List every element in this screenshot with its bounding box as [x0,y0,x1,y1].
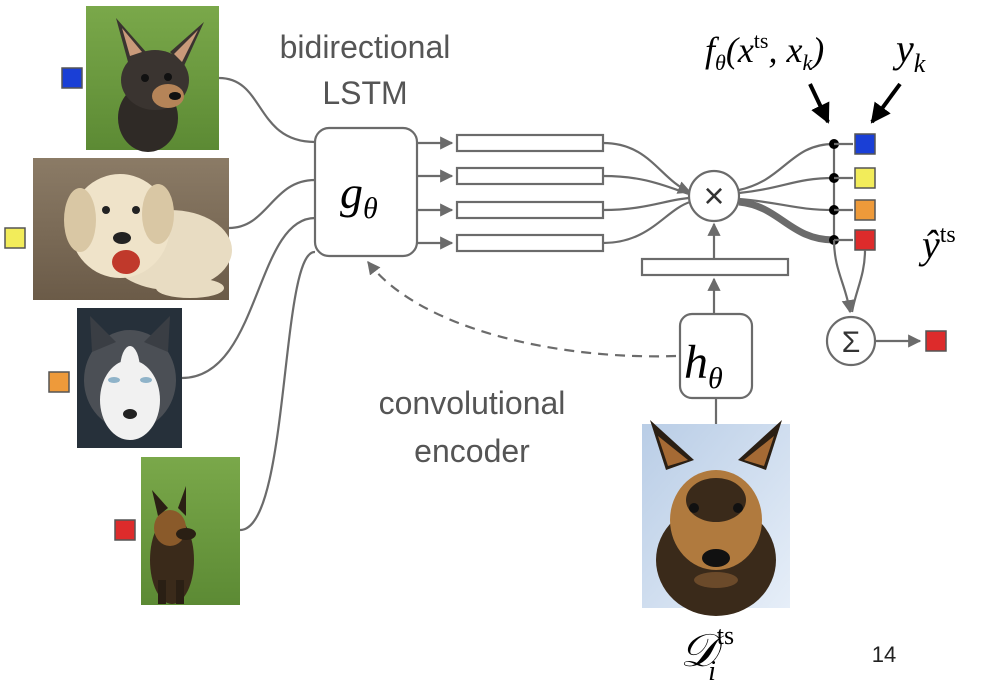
multiply-symbol: × [703,175,724,216]
attention-dots [829,139,853,245]
lstm-label-line2: LSTM [322,75,407,111]
support-image-husky [77,308,182,448]
support-image-chihuahua [86,6,219,152]
query-embedding [640,257,790,277]
support-embedding-1 [455,133,605,153]
support-image-labrador [33,158,232,300]
yk-label: yk [892,26,926,78]
multiply-node [687,169,741,223]
prediction-swatch-red [925,330,947,352]
output-swatch-red [854,229,876,251]
h-theta-label: hθ [684,336,723,395]
f-theta-pointer-arrow [808,83,830,124]
g-theta-box [313,126,419,258]
f-theta-label: fθ(xts, xk) [705,28,824,75]
label-swatch-blue [61,67,83,89]
shared-embedding-dashed-arrow [367,260,677,358]
encoder-label-line1: convolutional [379,385,566,421]
g-theta-label: gθ [340,167,378,225]
encoder-label-line2: encoder [414,433,530,469]
yk-pointer-arrow [870,82,902,124]
embedding-to-multiply-wires [602,141,692,245]
support-embedding-3 [455,200,605,220]
support-image-german-shepherd [141,457,240,605]
output-swatch-yellow [854,167,876,189]
label-swatch-orange [48,371,70,393]
support-embedding-2 [455,166,605,186]
label-swatch-red [114,519,136,541]
support-embedding-4 [455,233,605,253]
query-image-german-shepherd [642,420,790,616]
output-swatch-orange [854,199,876,221]
sum-input-wires [832,239,867,314]
y-hat-label: ŷts [918,222,956,267]
sum-symbol: Σ [842,326,861,359]
attention-weight-wires [738,142,835,244]
embedding-arrows [417,136,454,250]
output-swatch-blue [854,133,876,155]
page-number: 14 [872,642,896,667]
label-swatch-yellow [4,227,26,249]
support-input-wires [181,76,316,532]
lstm-label-line1: bidirectional [280,29,451,65]
